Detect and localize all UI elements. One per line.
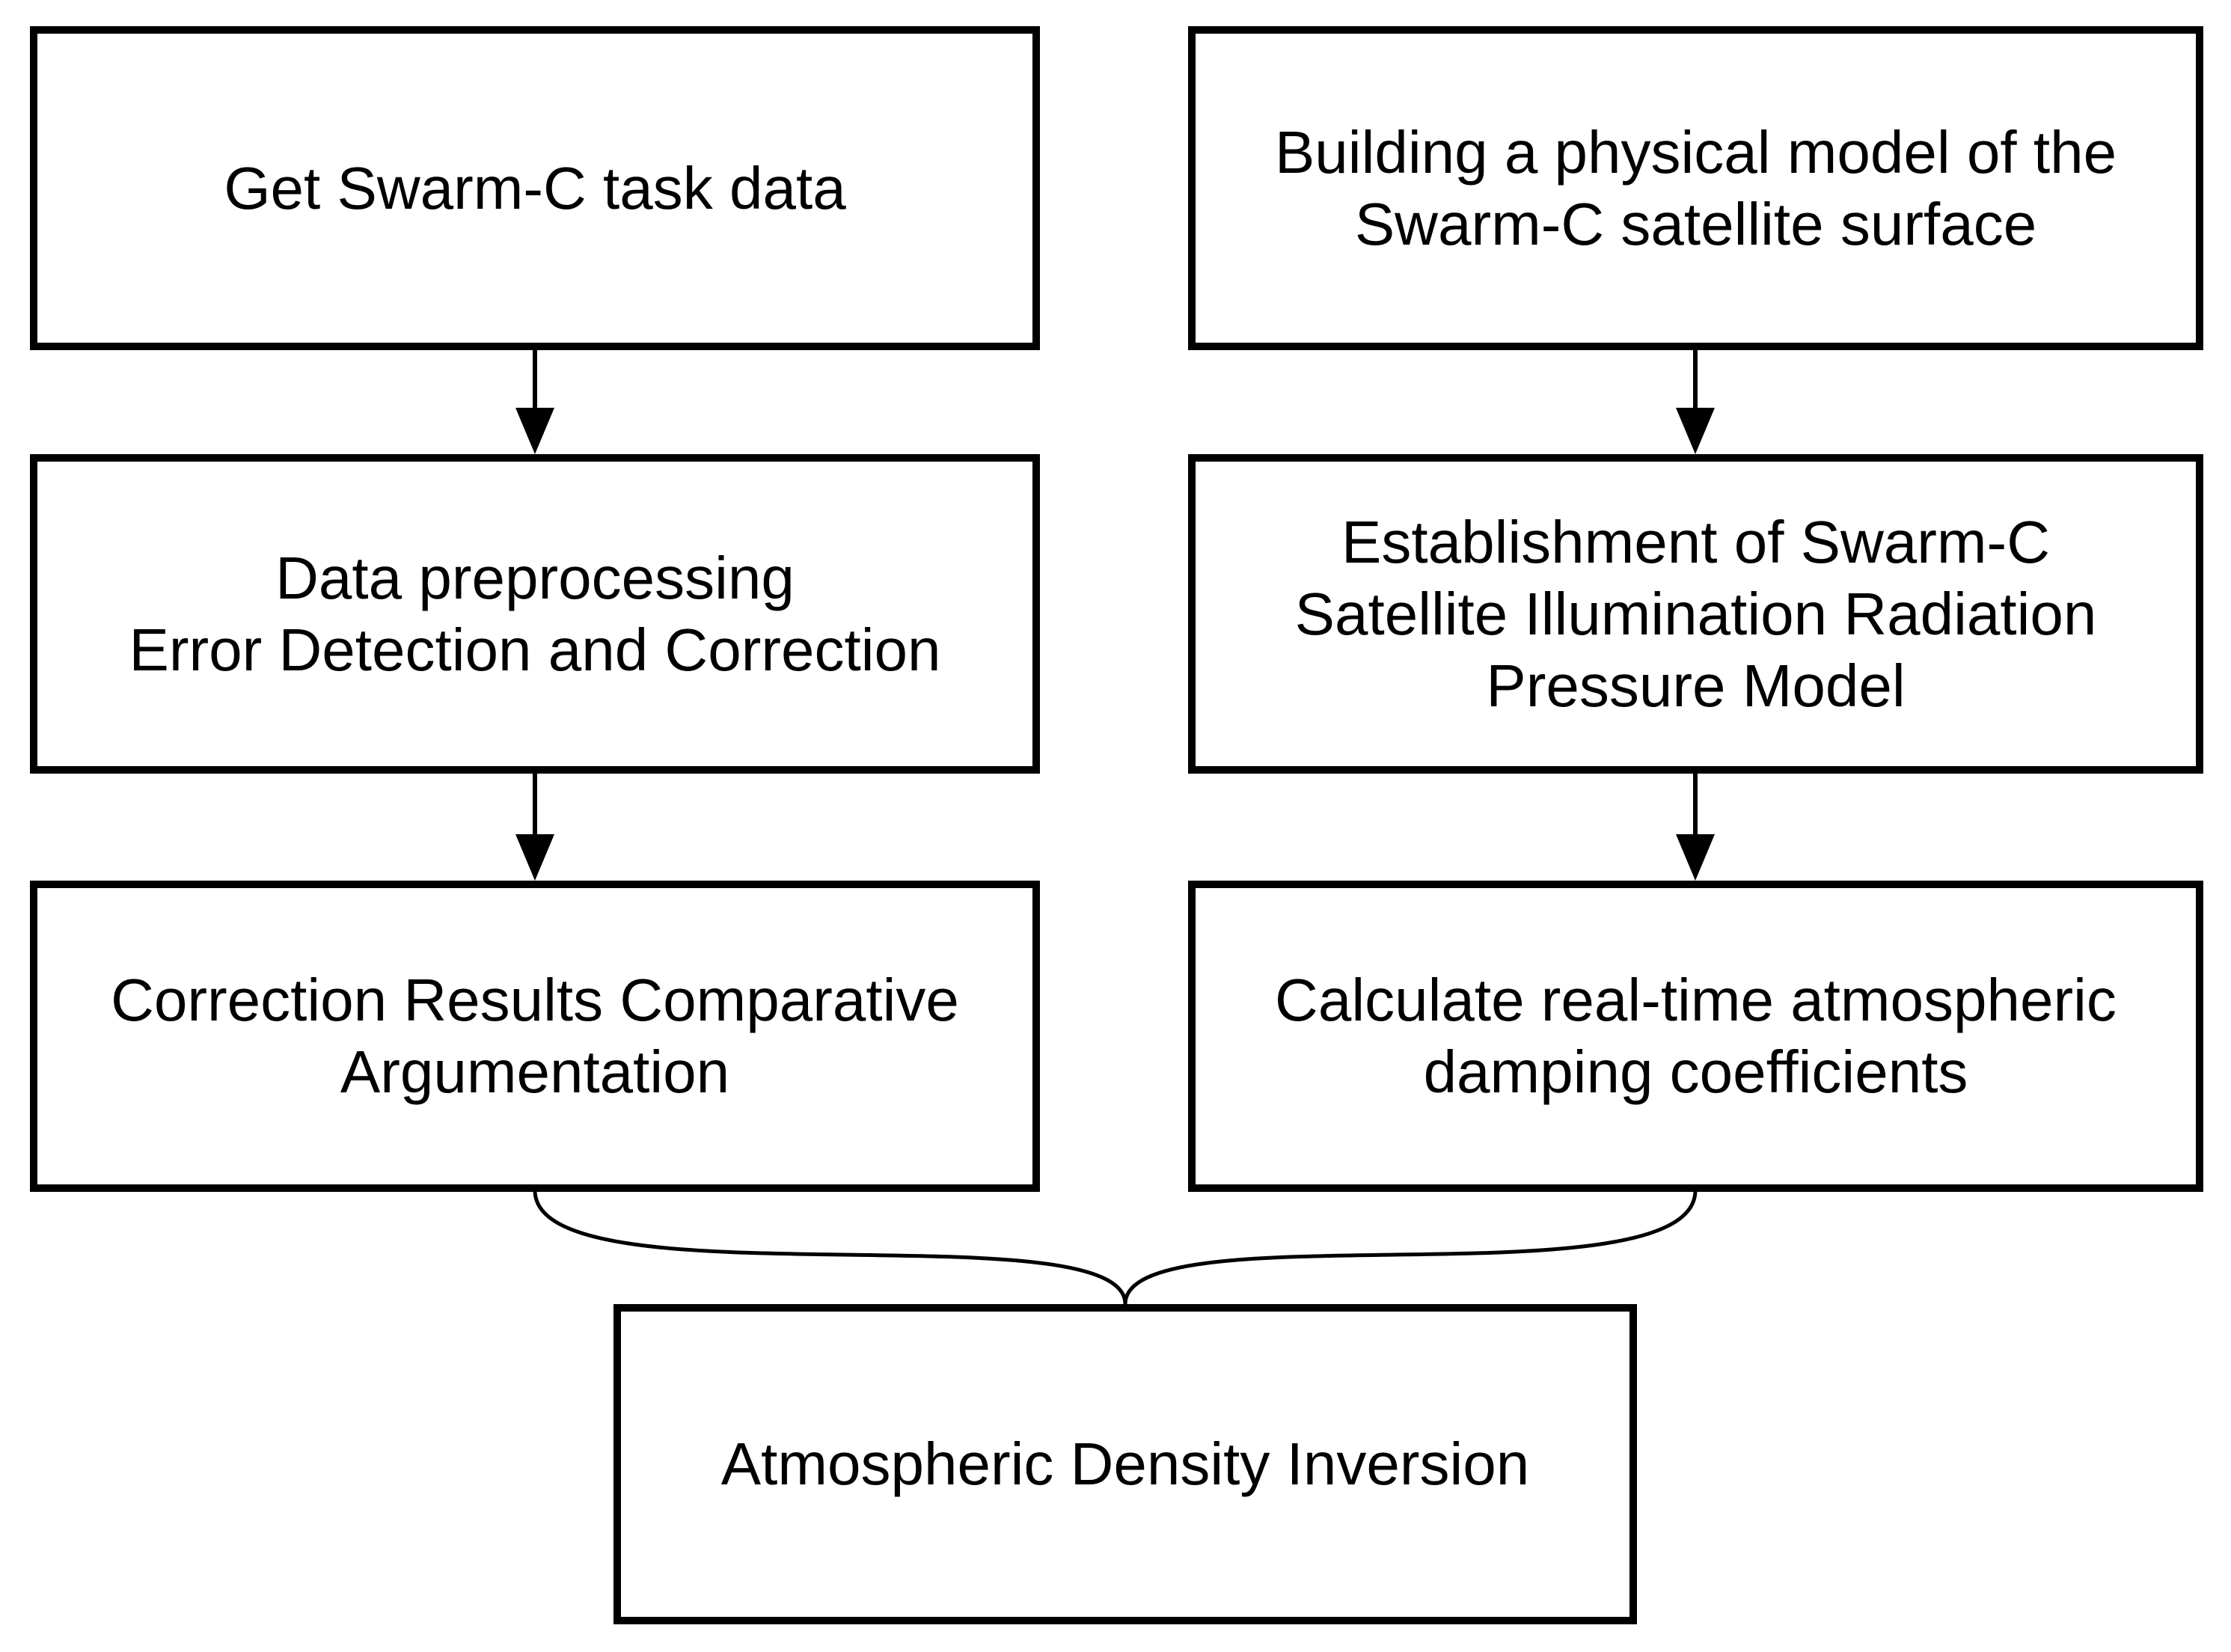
merge-curve-left <box>533 1190 1127 1305</box>
merge-curve-right <box>1123 1190 1698 1305</box>
node-radiation-pressure-model: Establishment of Swarm-C Satellite Illum… <box>1188 454 2203 774</box>
node-density-inversion-label: Atmospheric Density Inversion <box>720 1431 1530 1497</box>
node-correction-results: Correction Results Comparative Argumenta… <box>30 881 1040 1192</box>
arrow-get-task-data-to-preprocessing <box>515 349 554 454</box>
node-radiation-pressure-model-label: Establishment of Swarm-C Satellite Illum… <box>1294 508 2097 719</box>
arrow-radiation-model-to-damping-coefficients <box>1676 772 1715 881</box>
node-data-preprocessing: Data preprocessing Error Detection and C… <box>30 454 1040 774</box>
node-damping-coefficients-label: Calculate real-time atmospheric damping … <box>1275 967 2117 1105</box>
node-get-task-data-label: Get Swarm-C task data <box>224 154 846 221</box>
node-density-inversion: Atmospheric Density Inversion <box>613 1304 1637 1624</box>
node-correction-results-label: Correction Results Comparative Argumenta… <box>111 967 959 1105</box>
node-get-task-data: Get Swarm-C task data <box>30 26 1040 350</box>
node-physical-model-label: Building a physical model of the Swarm-C… <box>1274 118 2117 257</box>
arrow-physical-model-to-radiation-model <box>1676 349 1715 454</box>
node-physical-model: Building a physical model of the Swarm-C… <box>1188 26 2203 350</box>
arrow-preprocessing-to-correction-results <box>515 772 554 881</box>
node-damping-coefficients: Calculate real-time atmospheric damping … <box>1188 881 2203 1192</box>
node-data-preprocessing-label: Data preprocessing Error Detection and C… <box>129 544 941 683</box>
